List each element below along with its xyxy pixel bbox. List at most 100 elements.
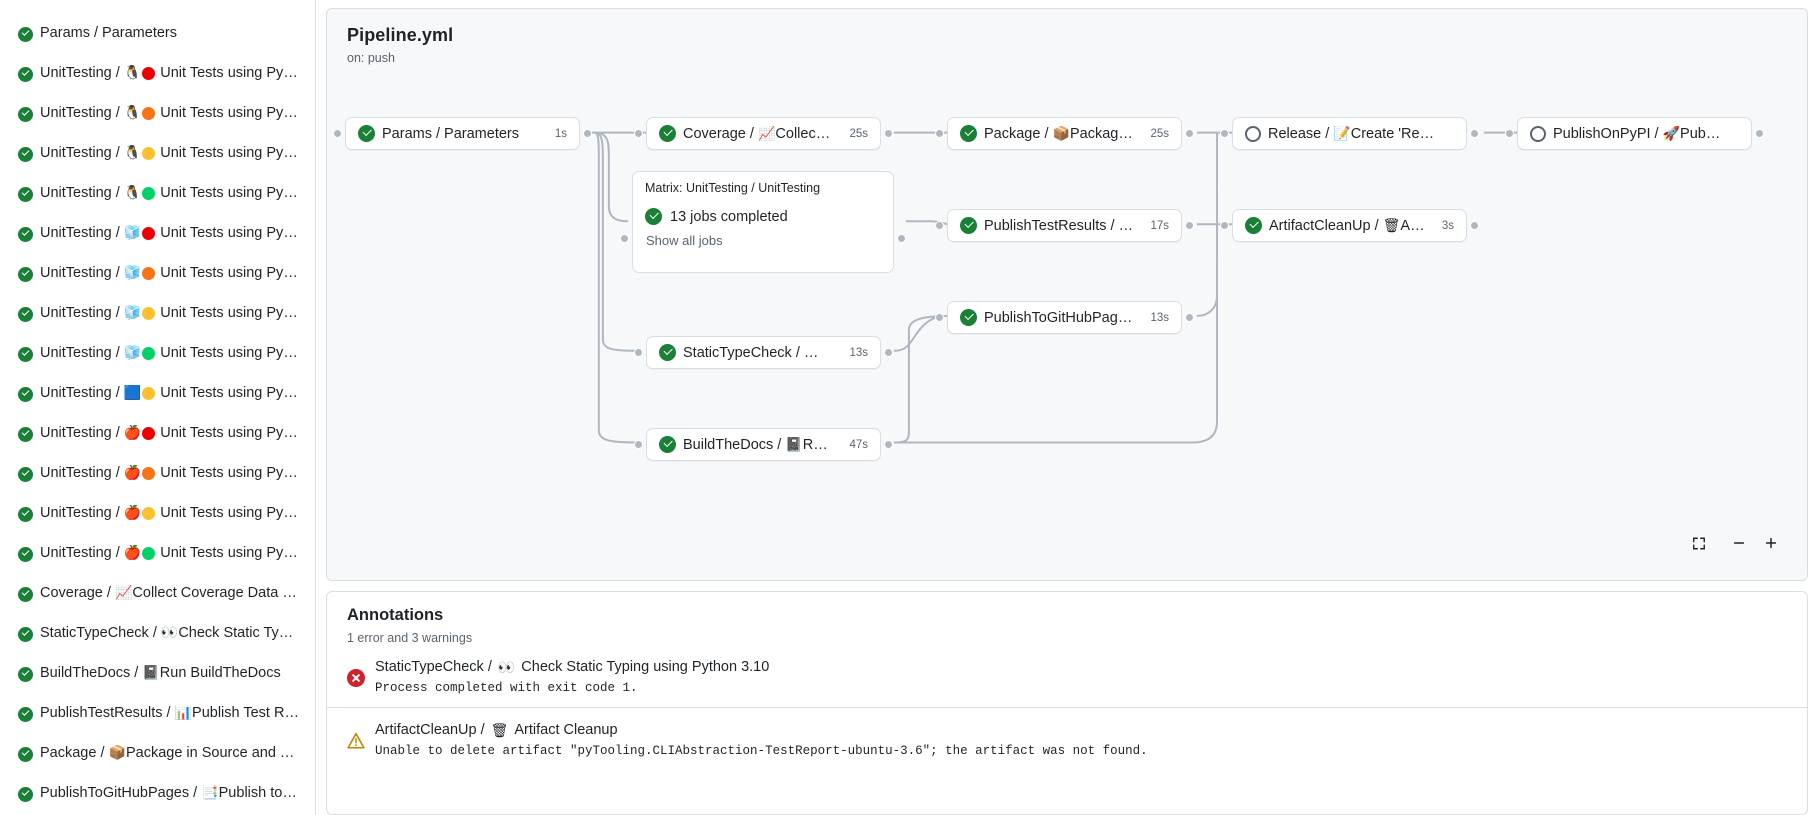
sidebar-job-label: BuildTheDocs / 📓 Run BuildTheDocs <box>40 665 281 682</box>
sidebar-job-step-name: Unit Tests using Pyth… <box>160 305 299 322</box>
graph-job-node[interactable]: StaticTypeCheck / 👀 Chec…13s <box>634 336 893 369</box>
show-all-jobs-link[interactable]: Show all jobs <box>646 233 723 248</box>
page-title: Pipeline.yml <box>347 25 454 45</box>
status-pending-icon <box>1245 125 1261 142</box>
annotation-title-line: ArtifactCleanUp / 🗑Artifact Cleanup <box>375 722 1148 738</box>
status-success-icon <box>18 666 33 682</box>
sidebar-job-item[interactable]: UnitTesting / 🧊 Unit Tests using Pyth… <box>6 214 309 254</box>
sidebar-job-prefix: UnitTesting / <box>40 425 124 442</box>
sidebar-job-item[interactable]: Params / Parameters <box>6 14 309 54</box>
sidebar-job-label: PublishToGitHubPages / 📑 Publish to G… <box>40 785 299 802</box>
sidebar-job-step-name: Unit Tests using Pyth… <box>160 65 299 82</box>
graph-job-node-label: PublishOnPyPI / 🚀 Publish to … <box>1553 126 1722 142</box>
graph-job-node[interactable]: PublishToGitHubPages / 📑 …13s <box>935 301 1194 334</box>
zoom-in-button[interactable] <box>1757 530 1785 556</box>
python-version-dot-icon <box>142 426 156 440</box>
sidebar-job-item[interactable]: Coverage / 📈 Collect Coverage Data usi… <box>6 574 309 614</box>
graph-job-node-label: PublishTestResults / 📊 Pu… <box>984 218 1133 234</box>
sidebar-job-prefix: UnitTesting / <box>40 465 124 482</box>
sidebar-job-item[interactable]: UnitTesting / 🐧 Unit Tests using Pyth… <box>6 54 309 94</box>
sidebar-job-label: UnitTesting / 🐧 Unit Tests using Pyth… <box>40 105 299 122</box>
graph-job-node[interactable]: Release / 📝 Create 'Release P… <box>1220 117 1479 150</box>
python-version-dot-icon <box>142 266 156 280</box>
sidebar-job-item[interactable]: UnitTesting / 🍎 Unit Tests using Pyth… <box>6 414 309 454</box>
sidebar-job-prefix: UnitTesting / <box>40 105 124 122</box>
sidebar-job-step-name: Package in Source and Wh… <box>125 745 299 762</box>
fit-to-screen-button[interactable] <box>1685 530 1713 556</box>
sidebar-job-step-name: Params / Parameters <box>40 25 177 42</box>
job-emoji-icon: 📦 <box>1052 125 1070 141</box>
sidebar-job-step-name: Unit Tests using Pyth… <box>160 105 299 122</box>
node-output-port <box>897 234 906 243</box>
status-success-icon <box>18 306 33 322</box>
python-version-dot-icon <box>142 306 156 320</box>
graph-job-name: BuildTheDocs / <box>683 436 786 453</box>
sidebar-job-item[interactable]: UnitTesting / 🐧 Unit Tests using Pyth… <box>6 94 309 134</box>
zoom-controls[interactable] <box>1685 530 1785 556</box>
graph-job-node[interactable]: Coverage / 📈 Collect Cove…25s <box>634 117 893 150</box>
status-success-icon <box>18 186 33 202</box>
sidebar-job-item[interactable]: UnitTesting / 🐧 Unit Tests using Pyth… <box>6 134 309 174</box>
zoom-out-button[interactable] <box>1725 530 1753 556</box>
sidebar-job-item[interactable]: PublishToGitHubPages / 📑 Publish to G… <box>6 774 309 814</box>
main-content: Pipeline.yml on: push <box>316 0 1818 815</box>
status-success-icon <box>659 436 676 453</box>
python-version-dot-icon <box>142 346 156 360</box>
graph-job-node[interactable]: ArtifactCleanUp / 🗑 Artifac…3s <box>1220 209 1479 242</box>
node-output-port <box>1755 129 1764 138</box>
sidebar-job-label: UnitTesting / 🧊 Unit Tests using Pyth… <box>40 265 299 282</box>
sidebar-job-item[interactable]: UnitTesting / 🍎 Unit Tests using Pyth… <box>6 454 309 494</box>
graph-job-duration: 47s <box>849 438 868 451</box>
annotation-emoji-icon: 🗑 <box>490 722 509 738</box>
sidebar-job-item[interactable]: StaticTypeCheck / 👀 Check Static Typing… <box>6 614 309 654</box>
sidebar-job-prefix: UnitTesting / <box>40 545 124 562</box>
sidebar-job-label: Coverage / 📈 Collect Coverage Data usi… <box>40 585 299 602</box>
sidebar-job-step-name: Unit Tests using Pyth… <box>160 345 299 362</box>
sidebar-job-step-name: Publish to G… <box>218 785 299 802</box>
sidebar-job-label: UnitTesting / 🐧 Unit Tests using Pyth… <box>40 185 299 202</box>
sidebar-job-item[interactable]: Package / 📦 Package in Source and Wh… <box>6 734 309 774</box>
sidebar-job-item[interactable]: PublishTestResults / 📊 Publish Test Resu… <box>6 694 309 734</box>
python-version-dot-icon <box>142 186 156 200</box>
sidebar-job-item[interactable]: UnitTesting / 🧊 Unit Tests using Pyth… <box>6 334 309 374</box>
annotation-message: Process completed with exit code 1. <box>375 681 638 695</box>
sidebar-job-item[interactable]: UnitTesting / 🟦 Unit Tests using Pyth… <box>6 374 309 414</box>
job-emoji-icon: 📓 <box>785 436 803 452</box>
sidebar-job-prefix: Package / <box>40 745 109 762</box>
annotation-item[interactable]: StaticTypeCheck / 👀Check Static Typing u… <box>327 645 1807 707</box>
sidebar-job-item[interactable]: UnitTesting / 🍎 Unit Tests using Pyth… <box>6 534 309 574</box>
node-output-port <box>583 129 592 138</box>
sidebar-job-label: Params / Parameters <box>40 25 177 42</box>
node-output-port <box>1470 129 1479 138</box>
sidebar-job-item[interactable]: UnitTesting / 🐧 Unit Tests using Pyth… <box>6 174 309 214</box>
platform-emoji-icon: 🐧 <box>123 145 142 161</box>
status-success-icon <box>18 26 33 42</box>
sidebar-job-item[interactable]: UnitTesting / 🧊 Unit Tests using Pyth… <box>6 294 309 334</box>
sidebar-job-prefix: StaticTypeCheck / <box>40 625 161 642</box>
node-input-port <box>634 440 643 449</box>
graph-job-name: PublishToGitHubPages / <box>984 309 1134 326</box>
status-success-icon <box>18 66 33 82</box>
graph-job-name: PublishTestResults / <box>984 217 1119 234</box>
sidebar-job-prefix: BuildTheDocs / <box>40 665 143 682</box>
node-input-port <box>634 129 643 138</box>
sidebar-job-item[interactable]: UnitTesting / 🧊 Unit Tests using Pyth… <box>6 254 309 294</box>
matrix-group-title: Matrix: UnitTesting / UnitTesting <box>645 181 821 195</box>
platform-emoji-icon: 🧊 <box>123 225 142 241</box>
sidebar-job-item[interactable]: UnitTesting / 🍎 Unit Tests using Pyth… <box>6 494 309 534</box>
sidebar-job-label: PublishTestResults / 📊 Publish Test Resu… <box>40 705 299 722</box>
job-emoji-icon: 🗑 <box>1382 217 1401 233</box>
graph-job-node[interactable]: PublishTestResults / 📊 Pu…17s <box>935 209 1194 242</box>
graph-job-node[interactable]: PublishOnPyPI / 🚀 Publish to … <box>1505 117 1764 150</box>
sidebar-job-item[interactable]: BuildTheDocs / 📓 Run BuildTheDocs <box>6 654 309 694</box>
annotation-emoji-icon: 👀 <box>497 659 516 675</box>
sidebar-job-label: UnitTesting / 🧊 Unit Tests using Pyth… <box>40 305 299 322</box>
status-success-icon <box>1245 217 1262 234</box>
graph-job-node[interactable]: BuildTheDocs / 📓 Run Buil…47s <box>634 428 893 461</box>
status-success-icon <box>18 466 33 482</box>
graph-job-node[interactable]: Package / 📦 Package in So…25s <box>935 117 1194 150</box>
